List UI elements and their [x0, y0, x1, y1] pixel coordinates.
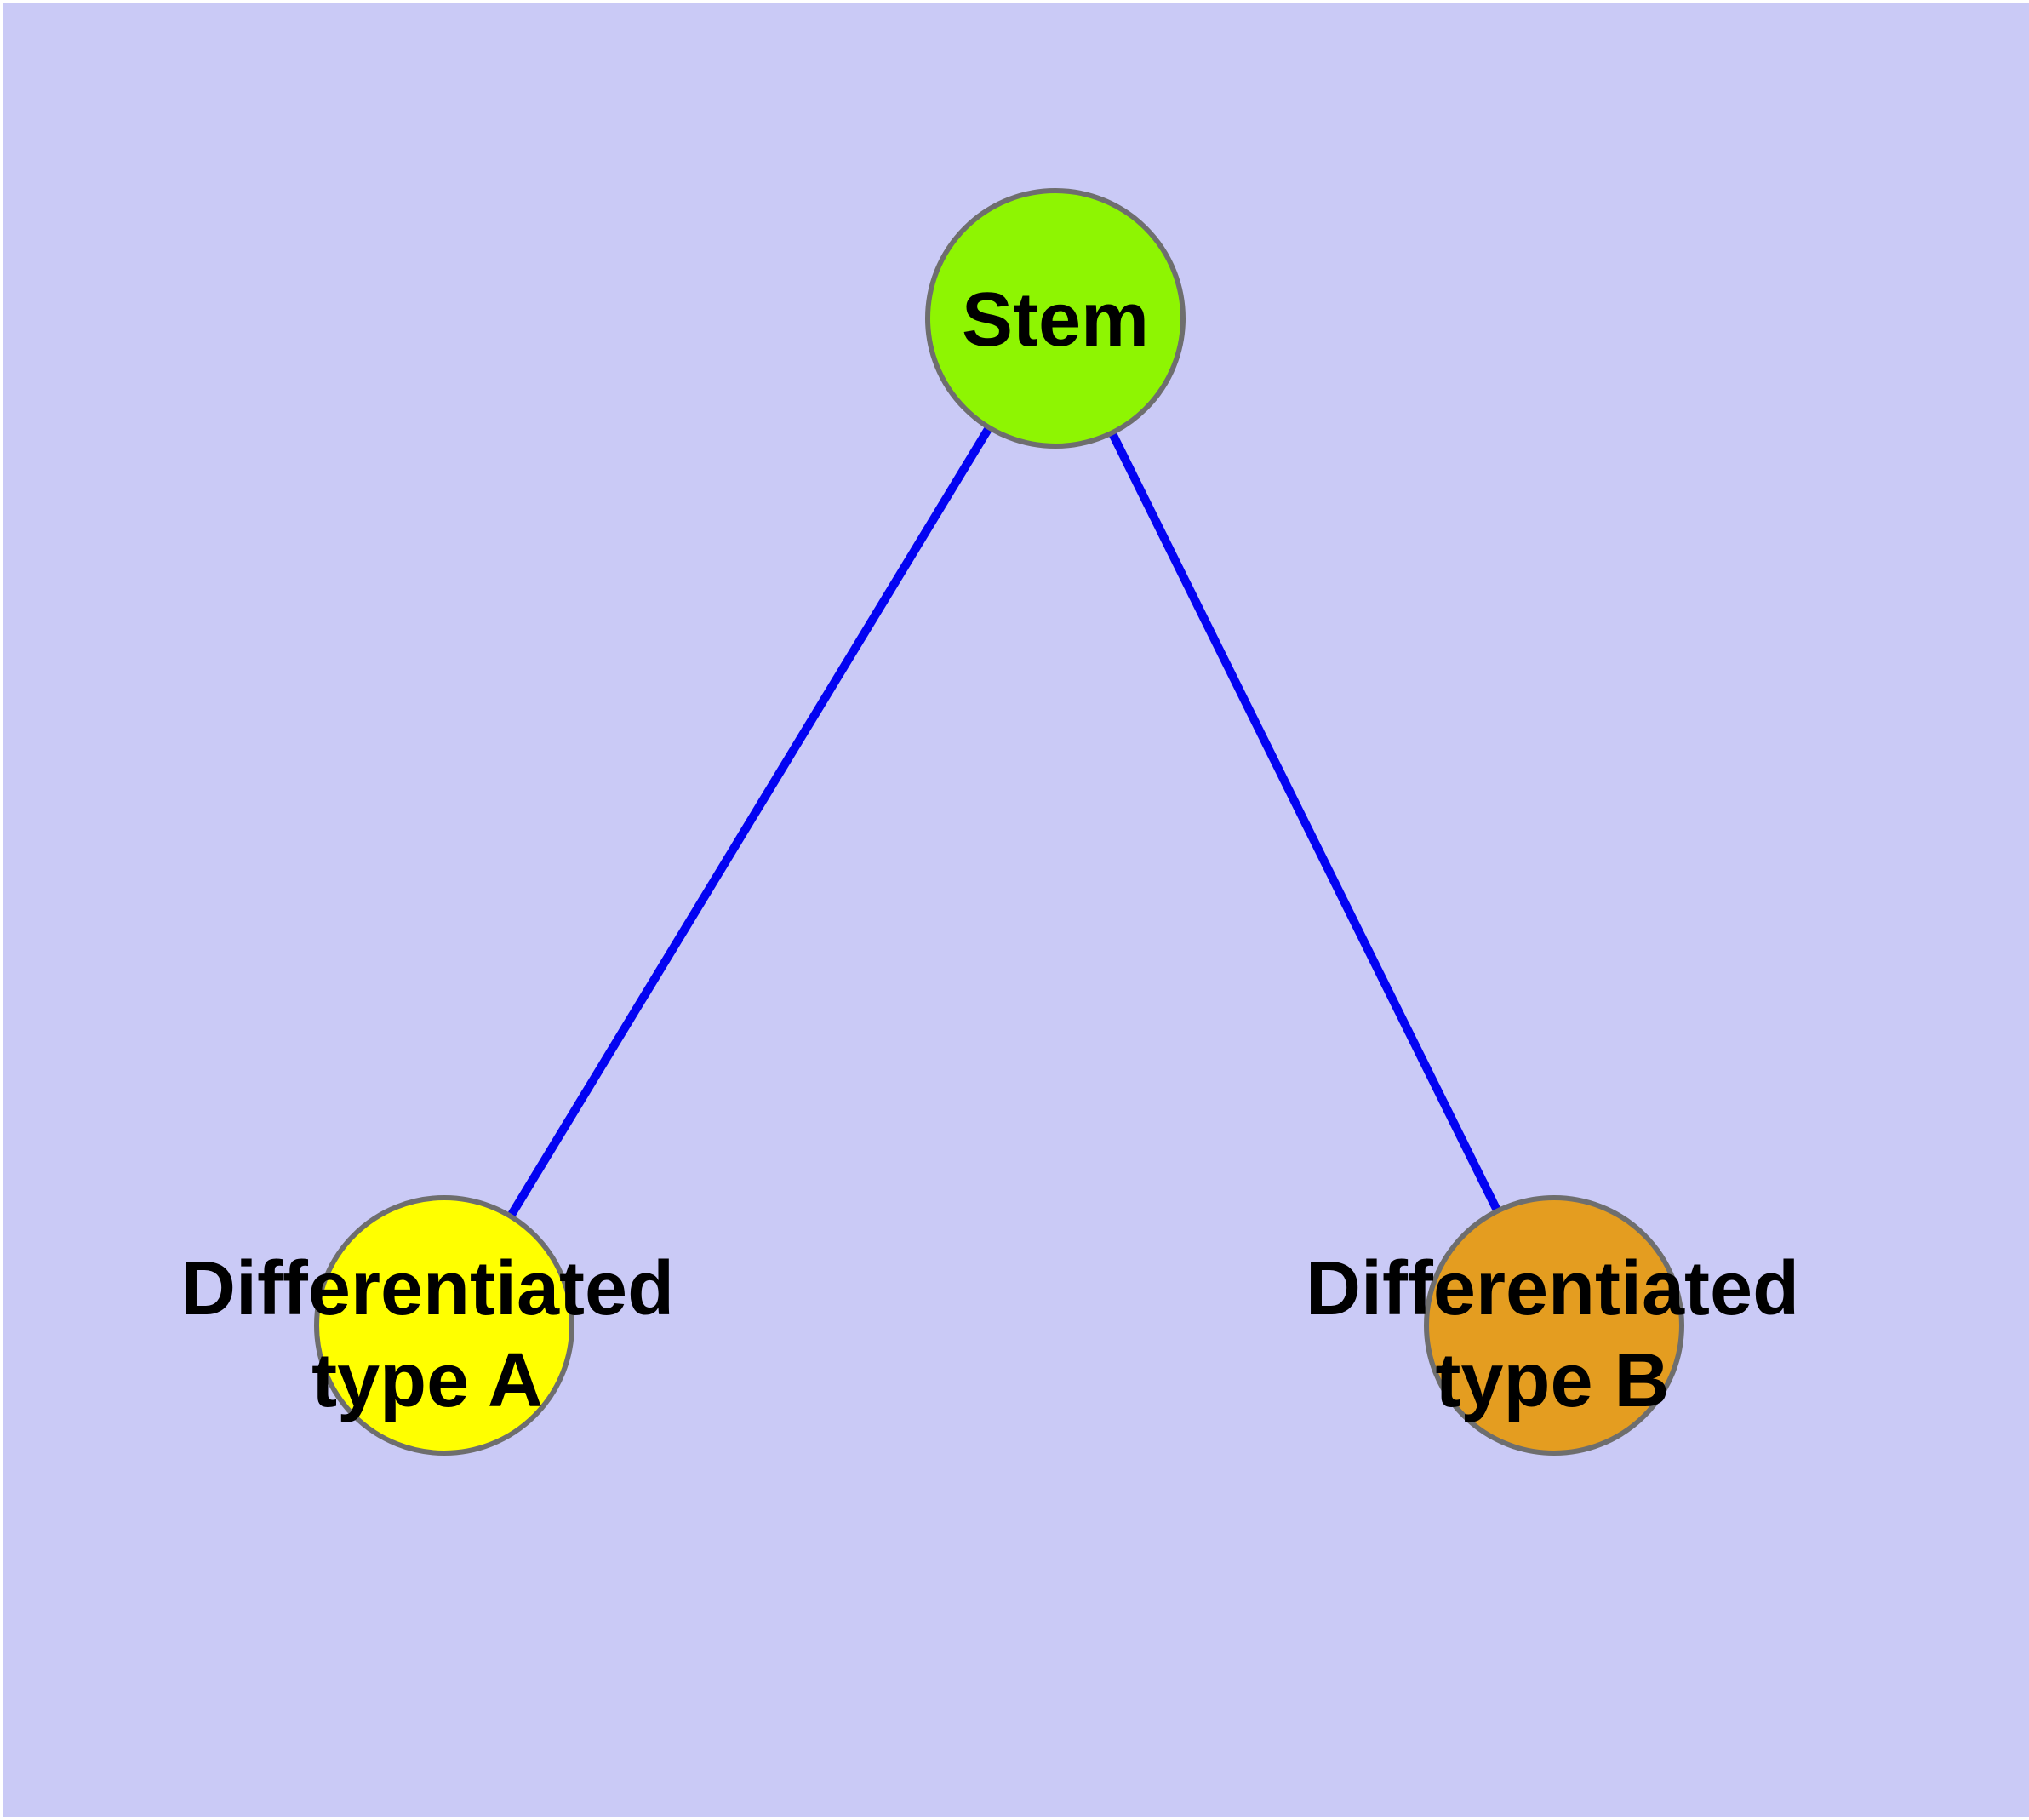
- edge-stem-to-type-b: [1051, 316, 1558, 1328]
- node-type-a-circle: [314, 1195, 574, 1456]
- edge-stem-to-type-a: [440, 316, 1060, 1328]
- node-stem-circle: [925, 188, 1186, 449]
- node-type-b-circle: [1424, 1195, 1684, 1456]
